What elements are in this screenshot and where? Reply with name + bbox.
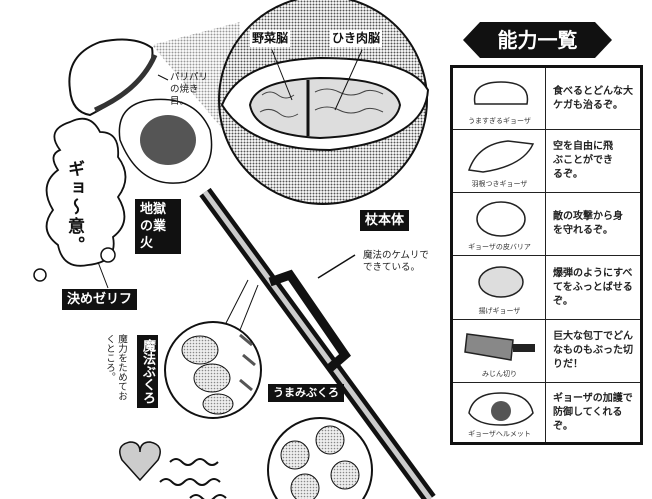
ability-desc: 食べるとどんな大ケガも治るぞ。 <box>553 85 633 111</box>
ability-name: 羽根つきギョーザ <box>471 180 528 188</box>
magic-pouch-closeup <box>164 321 262 419</box>
umami-pouch-closeup <box>267 417 373 499</box>
title-banner-shape <box>463 22 612 58</box>
magic-pouch-note: 魔力をためておくところ。 <box>104 334 127 401</box>
ability-name: うますぎるギョーザ <box>468 117 531 125</box>
table-row: 揚げギョーザ 爆弾のようにすべてをふっとばせるぞ。 <box>453 256 640 320</box>
wavy-lines <box>159 458 227 499</box>
gyoza-helmet-icon <box>468 392 534 426</box>
ability-table: うますぎるギョーザ 食べるとどんな大ケガも治るぞ。 羽根つきギョーザ 空を自由に… <box>450 65 643 445</box>
label-magic-pouch: 魔法ぶくろ <box>137 335 158 408</box>
label-hellfire: 地獄の業火 <box>135 199 181 254</box>
catchphrase-text: ギョ〜意。 <box>64 160 84 255</box>
zoom-connector <box>152 22 240 150</box>
gyoza-icon <box>473 81 529 105</box>
fried-gyoza-icon <box>478 266 524 298</box>
crispy-note: パリパリの焼き目。 <box>170 72 209 107</box>
ability-name: ギョーザの皮バリア <box>468 243 531 251</box>
staff-illustration <box>199 187 436 499</box>
hellfire-illustration <box>118 98 213 184</box>
crispy-gyoza-illustration <box>68 38 169 117</box>
label-umami-pouch: うまみぶくろ <box>268 384 344 402</box>
winged-gyoza-icon <box>467 140 535 173</box>
gyoza-cross-section-illustration <box>218 0 430 205</box>
ability-desc: 爆弾のようにすべてをふっとばせるぞ。 <box>553 267 633 307</box>
table-row: 羽根つきギョーザ 空を自由に飛ぶことができるぞ。 <box>453 130 640 193</box>
label-vegetable-brain: 野菜脳 <box>250 30 291 47</box>
heart-icon <box>119 441 161 482</box>
speech-cloud <box>33 117 127 289</box>
title-banner: 能力一覧 <box>497 28 578 52</box>
table-row: ギョーザの皮バリア 敵の攻撃から身を守れるぞ。 <box>453 193 640 256</box>
ability-name: ギョーザヘルメット <box>468 430 531 438</box>
staff-note: 魔法のケムリでできている。 <box>363 250 429 273</box>
cleaver-icon <box>464 333 535 361</box>
table-row: みじん切り 巨大な包丁でどんなものもぶった切りだ！ <box>453 320 640 383</box>
label-catchphrase: 決めゼリフ <box>62 289 138 310</box>
ability-name: 揚げギョーザ <box>478 307 521 315</box>
ability-desc: 巨大な包丁でどんなものもぶった切りだ！ <box>553 331 633 370</box>
table-row: うますぎるギョーザ 食べるとどんな大ケガも治るぞ。 <box>453 68 640 130</box>
ability-desc: 空を自由に飛ぶことができるぞ。 <box>553 141 613 180</box>
ability-desc: ギョーザの加護で防御してくれるぞ。 <box>553 392 633 432</box>
label-staff-body: 杖本体 <box>360 210 410 231</box>
ability-desc: 敵の攻撃から身を守れるぞ。 <box>553 211 623 236</box>
label-meat-brain: ひき肉脳 <box>330 30 383 47</box>
ability-name: みじん切り <box>482 370 517 378</box>
table-row: ギョーザヘルメット ギョーザの加護で防御してくれるぞ。 <box>453 383 640 442</box>
gyoza-skin-barrier-icon <box>476 201 526 237</box>
